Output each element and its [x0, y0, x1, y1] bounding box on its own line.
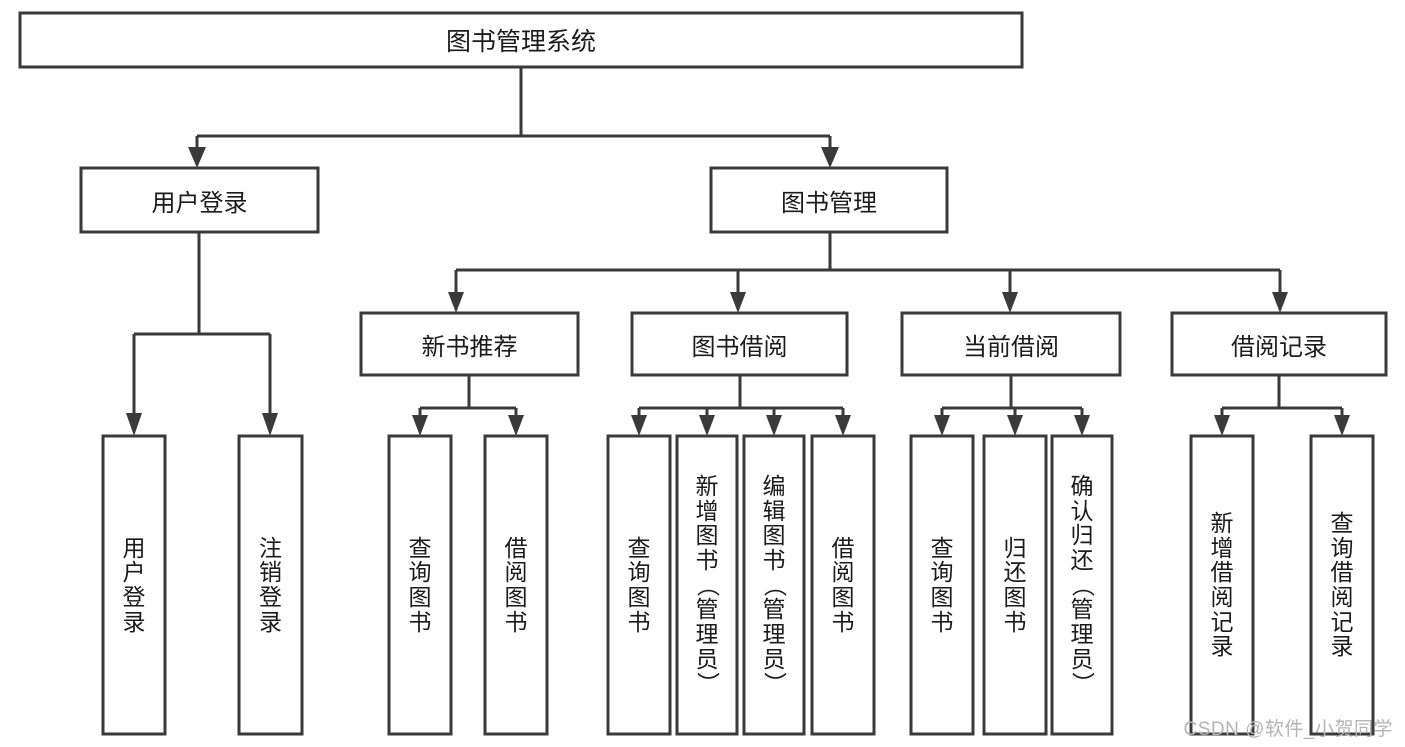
arrow-root-to-book-manage-icon: [821, 147, 839, 168]
node-leaf-user-login-box[interactable]: [101, 434, 167, 736]
node-leaf-edit-book-admin-box[interactable]: [742, 434, 806, 736]
node-borrow-record-box[interactable]: [1170, 311, 1388, 377]
arrow-cb-to-leaf2-icon: [1007, 415, 1023, 436]
edge-group-root: [188, 67, 839, 168]
arrow-cb-to-leaf1-icon: [934, 415, 950, 436]
node-leaf-return-book-box[interactable]: [982, 434, 1048, 736]
arrow-bm-to-current-borrow-icon: [1002, 292, 1018, 313]
node-leaf-add-book-admin-box[interactable]: [675, 434, 739, 736]
arrow-ul-to-leaf1-icon: [126, 413, 142, 436]
node-leaf-borrow-book-2-box[interactable]: [810, 434, 876, 736]
node-book-borrow-box[interactable]: [630, 311, 849, 377]
node-new-book-recommend-box[interactable]: [359, 311, 580, 377]
node-leaf-add-borrow-record-box[interactable]: [1189, 434, 1255, 736]
node-root-box[interactable]: [18, 11, 1024, 69]
arrow-bb-to-leaf1-icon: [631, 415, 647, 436]
arrow-ul-to-leaf2-icon: [262, 413, 278, 436]
edge-group-borrow-record: [1214, 375, 1350, 436]
edge-group-new-book-recommend: [412, 375, 524, 436]
node-leaf-query-book-2-box[interactable]: [606, 434, 672, 736]
node-leaf-logout-login-box[interactable]: [237, 434, 304, 736]
node-leaf-query-borrow-record-box[interactable]: [1309, 434, 1375, 736]
node-book-manage-box[interactable]: [709, 166, 949, 234]
arrow-nbr-to-leaf2-icon: [508, 415, 524, 436]
node-leaf-confirm-return-admin-box[interactable]: [1050, 434, 1114, 736]
arrow-bm-to-book-borrow-icon: [730, 292, 746, 313]
node-current-borrow-box[interactable]: [900, 311, 1122, 377]
arrow-br-to-leaf1-icon: [1214, 415, 1230, 436]
arrow-bb-to-leaf4-icon: [835, 415, 851, 436]
arrow-nbr-to-leaf1-icon: [412, 415, 428, 436]
node-user-login-box[interactable]: [79, 166, 320, 234]
node-leaf-query-book-1-box[interactable]: [387, 434, 453, 736]
edge-group-book-manage: [448, 232, 1288, 313]
arrow-bm-to-new-book-icon: [448, 292, 464, 313]
edge-group-current-borrow: [934, 375, 1090, 436]
csdn-watermark: CSDN @软件_小贺同学: [1183, 719, 1393, 740]
node-leaf-query-book-3-box[interactable]: [909, 434, 975, 736]
arrow-bb-to-leaf2-icon: [699, 415, 715, 436]
edge-group-user-login: [126, 232, 278, 436]
node-leaf-borrow-book-1-box[interactable]: [483, 434, 549, 736]
arrow-bm-to-borrow-record-icon: [1272, 292, 1288, 313]
arrow-bb-to-leaf3-icon: [766, 415, 782, 436]
arrow-br-to-leaf2-icon: [1334, 415, 1350, 436]
arrow-cb-to-leaf3-icon: [1074, 415, 1090, 436]
edge-group-book-borrow: [631, 375, 851, 436]
arrow-root-to-user-login-icon: [188, 147, 206, 168]
